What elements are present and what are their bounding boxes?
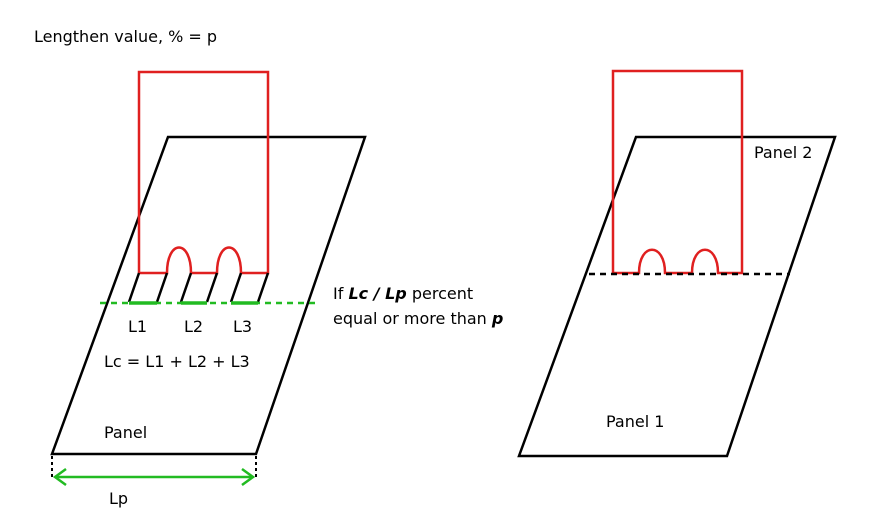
lp-arrowhead-right [241, 467, 256, 487]
panel-label: Panel [104, 423, 147, 442]
label-l3: L3 [233, 317, 252, 336]
lp-arrowhead-left [52, 467, 67, 487]
condition-ratio-num: Lc [348, 284, 368, 303]
strip-line [256, 272, 270, 303]
right-figure: Panel 2 Panel 1 [517, 69, 837, 458]
lp-label: Lp [109, 489, 128, 508]
panel-2-label: Panel 2 [754, 143, 812, 162]
condition-text: If Lc / Lp percent equal or more than p [333, 284, 503, 328]
label-l2: L2 [184, 317, 203, 336]
condition-if: If [333, 284, 348, 303]
strip-line [229, 272, 243, 303]
left-panel-outline [50, 135, 367, 456]
right-panel-outline [517, 135, 837, 458]
condition-ratio-den: Lp [385, 284, 407, 303]
condition-line-1: If Lc / Lp percent [333, 284, 473, 303]
condition-p: p [491, 309, 503, 328]
formula-text: Lc = L1 + L2 + L3 [104, 352, 250, 371]
right-red-piece [611, 69, 744, 275]
strip-line [127, 272, 141, 303]
diagram-title: Lengthen value, % = p [34, 27, 217, 46]
condition-percent: percent [407, 284, 473, 303]
label-l1: L1 [128, 317, 147, 336]
left-figure: L1 L2 L3 Lc = L1 + L2 + L3 Panel Lp [50, 70, 367, 508]
panel-1-label: Panel 1 [606, 412, 664, 431]
strip-line [205, 272, 219, 303]
strip-line [179, 272, 193, 303]
condition-ratio-sep: / [368, 284, 385, 303]
left-red-piece [137, 70, 270, 275]
condition-line-2: equal or more than p [333, 309, 503, 328]
condition-equal: equal or more than [333, 309, 492, 328]
strip-line [155, 272, 169, 303]
